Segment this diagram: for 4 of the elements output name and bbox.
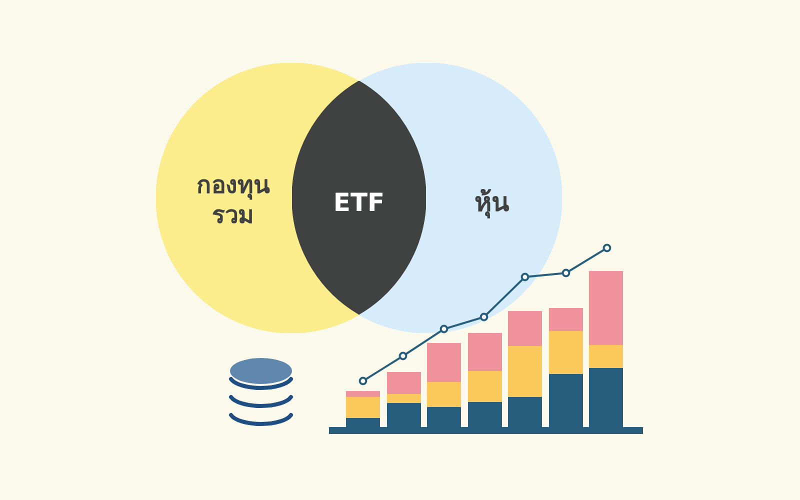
venn-label: กองทุนรวม xyxy=(196,170,271,230)
venn-overlap xyxy=(292,81,426,315)
venn-label: ETF xyxy=(332,187,386,219)
venn-label: หุ้น xyxy=(474,186,510,220)
